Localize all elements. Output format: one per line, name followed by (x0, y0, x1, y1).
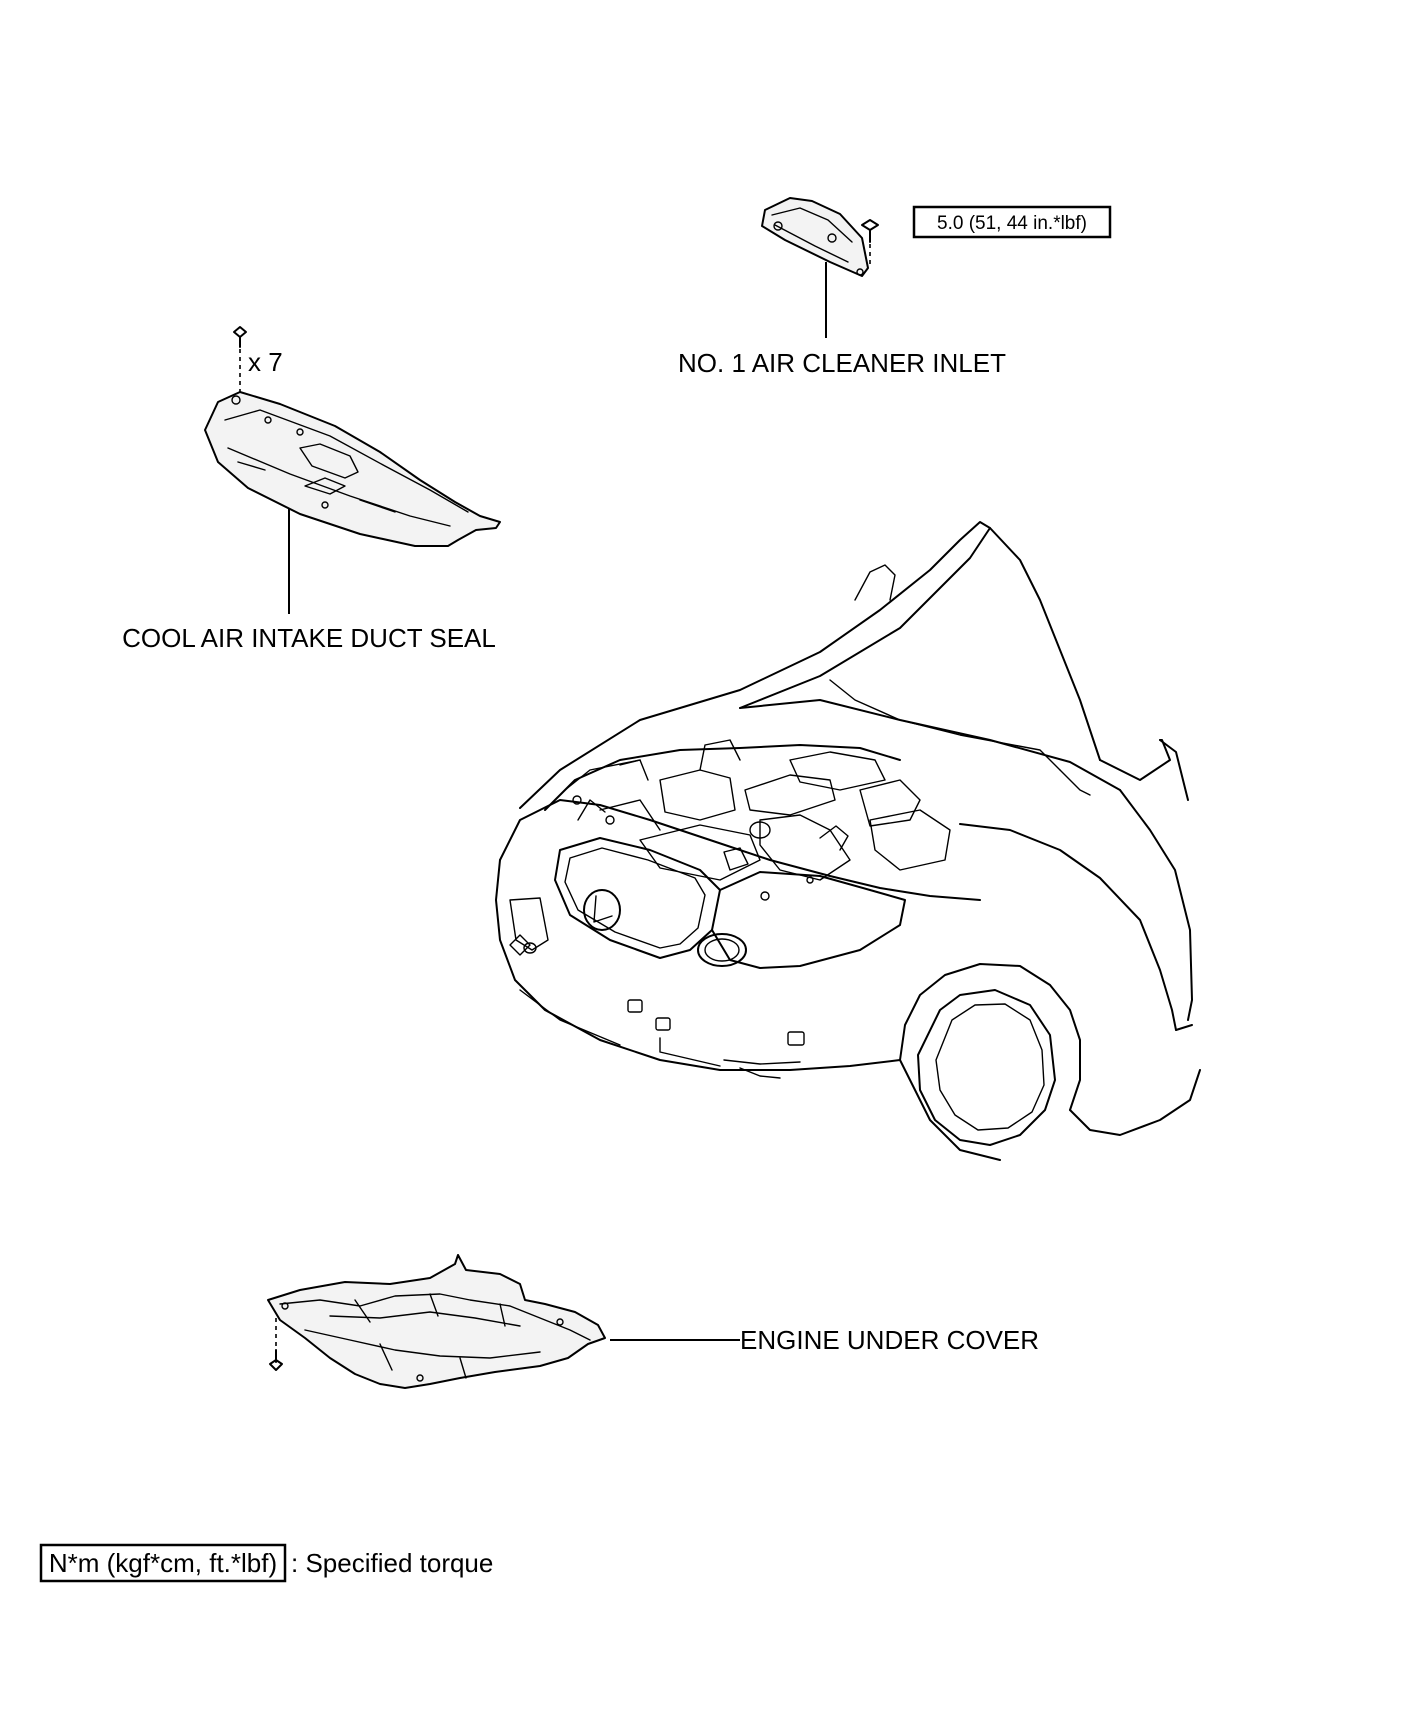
engine-under-cover-label: ENGINE UNDER COVER (740, 1325, 1039, 1355)
engine-under-cover-bolt (269, 1318, 283, 1371)
cool-air-duct-seal-label: COOL AIR INTAKE DUCT SEAL (122, 623, 496, 653)
engine-under-cover-part (267, 1254, 606, 1389)
quantity-label: x 7 (248, 347, 283, 377)
legend-description: : Specified torque (291, 1548, 493, 1578)
torque-value: 5.0 (51, 44 in.*lbf) (937, 213, 1087, 234)
cool-air-duct-seal-clip: x 7 (233, 326, 283, 395)
air-cleaner-inlet-label: NO. 1 AIR CLEANER INLET (678, 348, 1006, 378)
legend-unit: N*m (kgf*cm, ft.*lbf) (49, 1548, 277, 1578)
air-cleaner-inlet-bolt (861, 219, 879, 268)
torque-legend: N*m (kgf*cm, ft.*lbf) : Specified torque (39, 1543, 493, 1583)
torque-callout: 5.0 (51, 44 in.*lbf) (912, 205, 1112, 239)
vehicle-front-illustration (495, 521, 1201, 1161)
cool-air-duct-seal-part (204, 391, 501, 547)
air-cleaner-inlet-part (761, 197, 869, 277)
